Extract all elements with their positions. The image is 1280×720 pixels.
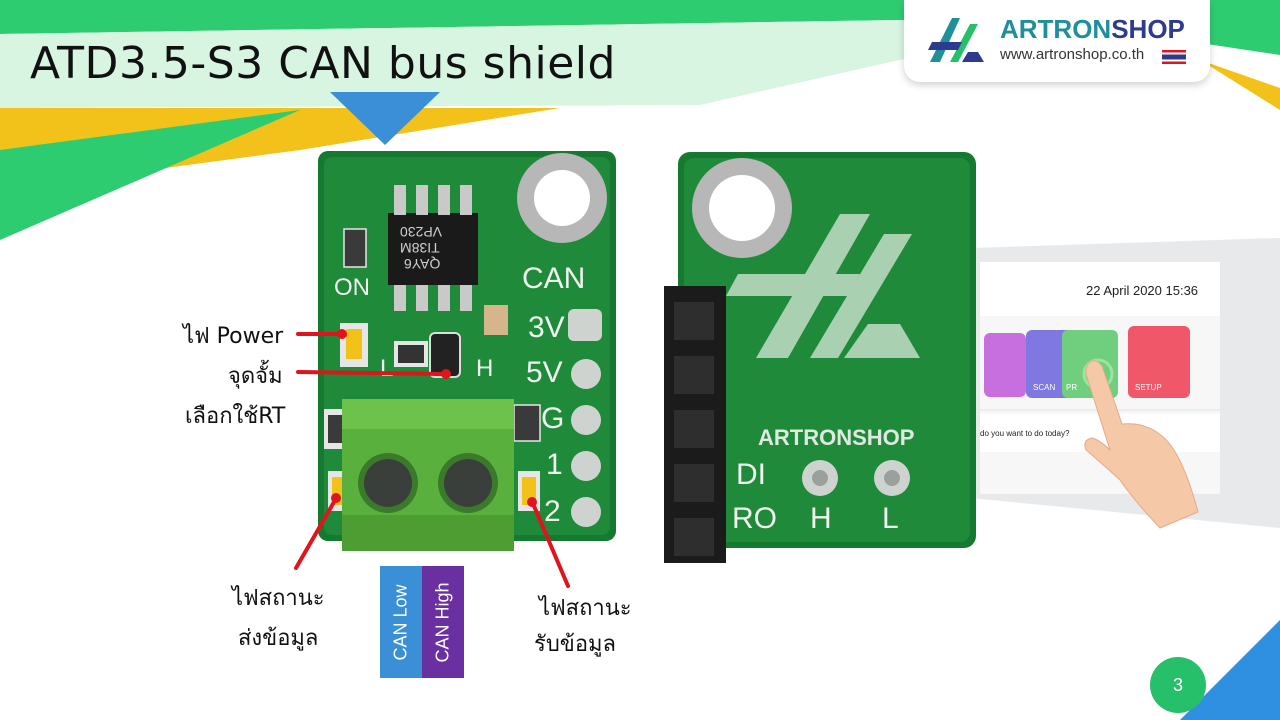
h-label: H [810,502,832,535]
jumper-arrow [296,370,446,376]
tile-scan-label: SCAN [1033,383,1056,392]
green-screw-terminal [342,399,514,551]
tx-led-arrow [294,500,336,570]
title-banner [0,20,1010,108]
slide-title: ATD3.5-S3 CAN bus shield [30,38,616,89]
tx-led-label-line2: ส่งข้อมูล [238,626,319,651]
power-led-label: ไฟ Power [183,324,284,349]
di-label: DI [736,458,766,491]
brand-name: ARTRONSHOP [1000,14,1185,45]
blue-triangle [330,92,440,145]
tx-led-label-line1: ไฟสถานะ [232,586,325,611]
can-low-text: CAN Low [390,583,411,661]
screen-prompt: do you want to do today? [980,429,1070,438]
pin-5v-label: 5V [526,356,563,389]
artronshop-logo-icon [928,18,984,62]
pin-2-label: 2 [544,495,561,528]
black-pin-header [664,286,726,563]
brand-part-artron: ARTRON [1000,14,1112,44]
pointing-hand-icon [1082,358,1199,529]
jumper-label-line1: จุดจั้ม [228,364,283,389]
screen-datetime: 22 April 2020 15:36 [1086,283,1199,298]
page-number: 3 [1150,657,1206,713]
blue-corner-accent [1180,620,1280,720]
l-label: L [882,502,899,535]
brand-part-shop: SHOP [1111,14,1185,44]
logo-card: ARTRONSHOP www.artronshop.co.th [904,0,1210,82]
ro-label: RO [732,502,777,535]
pin-g-label: G [541,402,565,435]
green-left-wedge [0,110,300,240]
rx-led-label-line2: รับข้อมูล [534,632,617,657]
rx-led-arrow [532,504,570,588]
tile-setup-label: SETUP [1135,383,1162,392]
jumper-label-line2: เลือกใช้RT [185,404,286,429]
can-label: CAN [522,262,586,295]
website-url: www.artronshop.co.th [1000,46,1145,63]
can-high-tag: CAN High [422,566,464,678]
artronshop-silkscreen-logo-icon [726,214,920,358]
jumper-h-label: H [476,355,494,382]
rx-led-label-line1: ไฟสถานะ [539,596,632,621]
back-pcb [678,152,976,548]
on-label: ON [334,274,370,301]
yellow-right-accent [1200,60,1280,110]
can-high-text: CAN High [432,581,453,663]
thai-flag-icon [1162,50,1186,64]
pin-3v-label: 3V [528,311,565,344]
back-brand-label: ARTRONSHOP [758,425,915,450]
pin-1-label: 1 [546,448,563,481]
can-low-tag: CAN Low [380,566,422,678]
tile-print-label: PR [1066,383,1078,392]
